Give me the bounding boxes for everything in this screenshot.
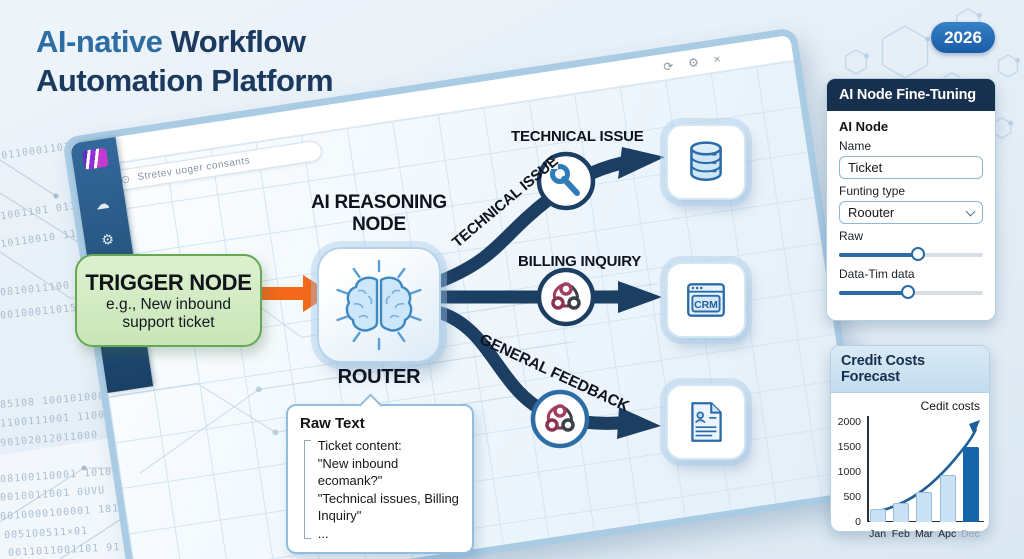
name-field[interactable]	[839, 156, 983, 179]
branch-label-billing: BILLING INQUIRY	[518, 253, 642, 270]
binary-text: 08100110001 1010 0	[0, 465, 127, 486]
chart-bar	[962, 447, 979, 522]
x-tick-label: Dec	[961, 528, 980, 540]
chart-bar	[939, 474, 956, 522]
type-label: Funting type	[839, 184, 906, 198]
binary-text: 0010011001 0UVU	[0, 485, 106, 504]
y-tick-label: 0	[855, 516, 861, 528]
raw-slider-label: Raw	[839, 229, 864, 243]
settings-icon[interactable]: ⚙	[687, 54, 700, 70]
document-node	[666, 384, 746, 460]
page-title: AI-native Workflow Automation Platform	[36, 22, 334, 100]
hexagon-decor	[881, 25, 929, 79]
binary-text: 90102012011000 18	[0, 427, 120, 450]
binary-text: 0010000100001 18110	[0, 502, 134, 523]
title-line1: Workflow	[162, 24, 306, 59]
year-badge: 2026	[931, 22, 995, 53]
hexagon-decor	[997, 54, 1019, 78]
router-label: ROUTER	[337, 366, 421, 388]
close-icon[interactable]: ×	[712, 51, 722, 67]
hexagon-decor	[844, 49, 868, 75]
chevron-down-icon	[965, 206, 976, 216]
title-accent: AI-native	[36, 24, 163, 59]
crm-node: CRM	[666, 262, 746, 338]
raw-text-title: Raw Text	[300, 415, 365, 432]
ai-node-section-label: AI Node	[839, 119, 889, 134]
raw-slider-thumb[interactable]	[911, 247, 926, 261]
x-tick-label: Mar	[914, 528, 934, 540]
raw-text-lines: Ticket content: "New inbound ecomank?" "…	[317, 438, 459, 541]
data-slider-label: Data-Tim data	[839, 267, 915, 281]
x-tick-label: Apc	[938, 528, 957, 540]
raw-slider-fill	[839, 253, 919, 257]
cloud-icon[interactable]: ☁	[94, 194, 111, 213]
binary-text: 005100511×01	[3, 525, 89, 542]
chart-bar	[893, 502, 910, 522]
database-node	[666, 124, 746, 200]
chart-legend: Cedit costs	[920, 399, 980, 413]
binary-text: 0110001101	[0, 141, 72, 162]
brain-icon	[336, 259, 422, 351]
data-slider-thumb[interactable]	[901, 285, 916, 299]
bracket-decoration	[304, 440, 311, 539]
crm-icon: CRM	[687, 283, 725, 317]
binary-text: 85108 1001010001	[0, 390, 113, 411]
ai-reasoning-node	[317, 247, 441, 363]
tuning-panel-header: AI Node Fine-Tuning	[827, 79, 995, 111]
ai-node-tuning-panel: AI Node Fine-Tuning AI Node Name Funting…	[826, 78, 996, 321]
app-logo-icon[interactable]	[82, 147, 109, 170]
trigger-title: TRIGGER NODE	[85, 269, 252, 295]
document-icon	[691, 402, 722, 442]
raw-text-callout: Raw Text Ticket content: "New inbound ec…	[286, 404, 474, 554]
raw-slider[interactable]	[839, 247, 983, 262]
data-slider-fill	[839, 291, 909, 295]
name-label: Name	[839, 139, 872, 153]
x-tick-label: Feb	[891, 528, 910, 540]
binary-text: 0810011100	[0, 280, 71, 299]
gear-icon[interactable]: ⚙	[100, 229, 115, 248]
type-select[interactable]: Roouter	[839, 201, 983, 224]
branch-label-technical: TECHNICAL ISSUE	[511, 128, 644, 145]
y-tick-label: 500	[843, 491, 861, 503]
chart-bar	[870, 509, 886, 522]
chart-panel-header: Credit Costs Forecast	[831, 346, 989, 393]
crm-text: CRM	[694, 300, 718, 311]
x-tick-label: Jan	[869, 528, 887, 540]
data-slider[interactable]	[839, 285, 983, 300]
chart-bar	[916, 492, 933, 522]
database-icon	[690, 141, 722, 181]
credit-costs-panel: Credit Costs Forecast Cedit costs 0 500 10…	[830, 345, 990, 540]
y-tick-label: 1000	[837, 466, 861, 478]
refresh-icon[interactable]: ⟳	[662, 58, 675, 74]
y-tick-label: 1500	[837, 441, 861, 453]
binary-text: 1100111001 11005	[0, 409, 113, 430]
window-controls: ⟳ ⚙ ×	[662, 51, 722, 74]
binary-text: 0011011001101 91	[7, 542, 121, 559]
y-axis	[867, 416, 869, 522]
y-tick-label: 2000	[837, 416, 861, 428]
title-line2: Automation Platform	[36, 63, 334, 98]
